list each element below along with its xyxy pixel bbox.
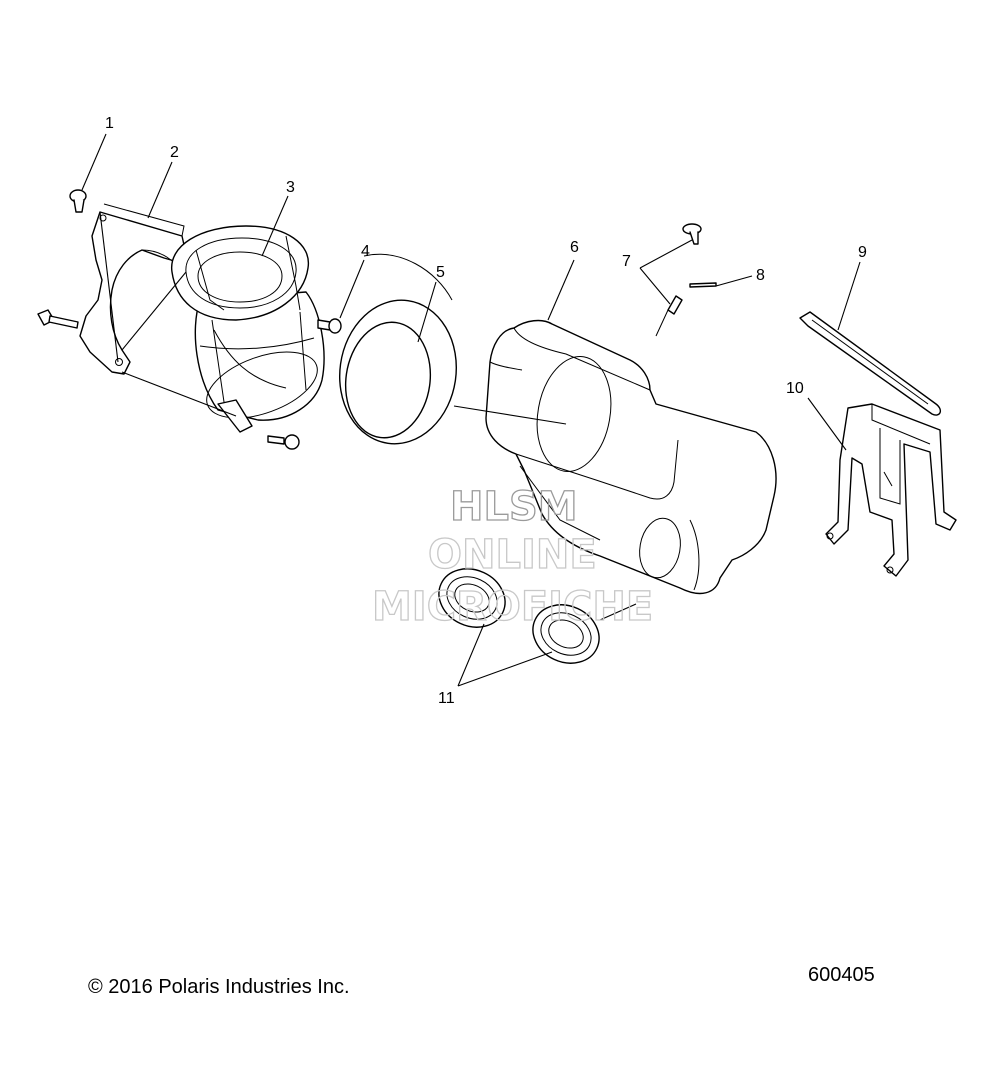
part-11-grommet-a [438, 568, 506, 628]
callout-7: 7 [622, 253, 631, 270]
callout-5: 5 [436, 264, 445, 281]
part-5-seal-ring [338, 253, 458, 445]
callout-6: 6 [570, 239, 579, 256]
callout-9: 9 [858, 244, 867, 261]
part-2-heat-shield [79, 203, 187, 375]
watermark-line-1: HLSM [450, 484, 578, 530]
callout-11: 11 [438, 690, 455, 707]
watermark-line-3: MICROFICHE [372, 584, 653, 630]
leader-lines [81, 133, 861, 687]
copyright-notice: © 2016 Polaris Industries Inc. [88, 976, 350, 998]
part-1-screw-left [37, 309, 79, 329]
part-11-grommet-b [532, 604, 600, 664]
callout-4: 4 [361, 243, 370, 260]
callout-1: 1 [105, 115, 114, 132]
callout-8: 8 [756, 267, 765, 284]
document-number: 600405 [808, 964, 875, 986]
part-6-airbox [485, 319, 777, 595]
part-1-fastener [69, 189, 87, 213]
callout-10: 10 [786, 380, 804, 397]
callout-labels: 1 2 3 4 5 6 7 8 9 10 11 [105, 115, 867, 707]
part-8-pin [689, 282, 717, 288]
callout-3: 3 [286, 179, 295, 196]
part-4-screw [317, 318, 342, 334]
part-4-screw-lower [267, 434, 300, 450]
part-7-rivet [655, 223, 702, 337]
part-3-intake-duct [171, 225, 325, 433]
part-10-bracket [825, 403, 957, 577]
callout-2: 2 [170, 144, 179, 161]
watermark: HLSM ONLINE MICROFICHE [371, 483, 654, 630]
part-9-strap [799, 311, 942, 416]
watermark-line-2: ONLINE [428, 532, 597, 578]
